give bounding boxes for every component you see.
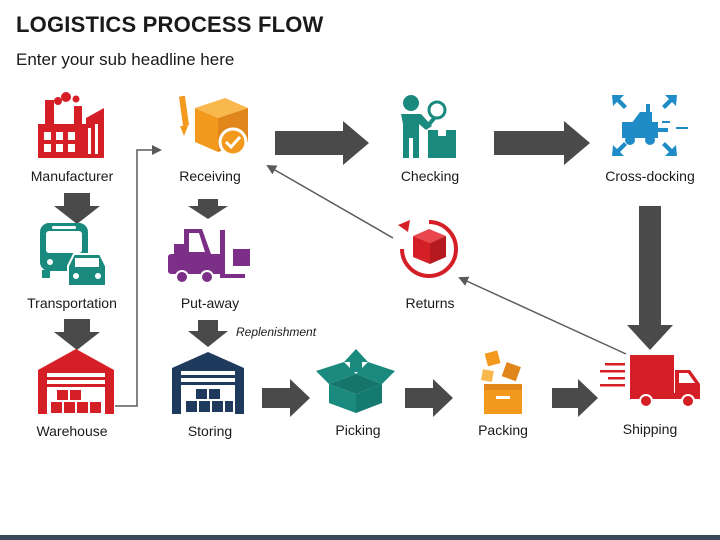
warehouse-icon (38, 349, 114, 414)
connector-warehouse-to-receiving (115, 145, 162, 407)
arrow-receiving-to-putaway (188, 199, 228, 219)
step-label-manufacturer: Manufacturer (31, 168, 114, 184)
step-label-shipping: Shipping (623, 421, 678, 437)
arrow-transportation-to-warehouse (54, 319, 100, 350)
forklift-arrows-icon (612, 95, 688, 156)
factory-icon (38, 92, 104, 158)
storage-icon (172, 352, 244, 414)
bus-car-icon (40, 223, 107, 287)
forklift-icon (168, 229, 250, 284)
step-label-warehouse: Warehouse (36, 423, 107, 439)
arrow-picking-to-packing (405, 379, 453, 417)
step-label-packing: Packing (478, 422, 528, 438)
return-box-icon (398, 220, 458, 278)
step-label-crossdocking: Cross-docking (605, 168, 694, 184)
step-label-returns: Returns (405, 295, 454, 311)
arrow-manufacturer-to-transportation (54, 193, 100, 224)
arrow-receiving-to-checking (275, 121, 369, 165)
page-title: LOGISTICS PROCESS FLOW (16, 12, 324, 37)
open-box-icon (316, 349, 395, 413)
inspector-icon (401, 95, 456, 158)
step-label-storing: Storing (188, 423, 232, 439)
arrow-putaway-to-storing (188, 320, 228, 347)
arrow-storing-to-picking (262, 379, 310, 417)
step-label-putaway: Put-away (181, 295, 239, 311)
replenishment-note: Replenishment (236, 325, 317, 339)
arrow-checking-to-crossdocking (494, 121, 590, 165)
connector-lines (115, 145, 627, 407)
connector-returns-to-receiving (266, 165, 394, 239)
step-label-picking: Picking (335, 422, 380, 438)
arrow-crossdocking-to-shipping (627, 206, 673, 350)
flow-arrows (54, 121, 673, 417)
box-check-icon (178, 95, 248, 157)
step-label-transportation: Transportation (27, 295, 117, 311)
connector-shipping-to-returns (458, 276, 627, 355)
packing-boxes-icon (481, 350, 522, 414)
step-label-receiving: Receiving (179, 168, 240, 184)
step-label-checking: Checking (401, 168, 459, 184)
truck-icon (600, 355, 700, 408)
footer-bar (0, 535, 720, 540)
arrow-packing-to-shipping (552, 379, 598, 417)
page-subtitle: Enter your sub headline here (16, 50, 235, 69)
